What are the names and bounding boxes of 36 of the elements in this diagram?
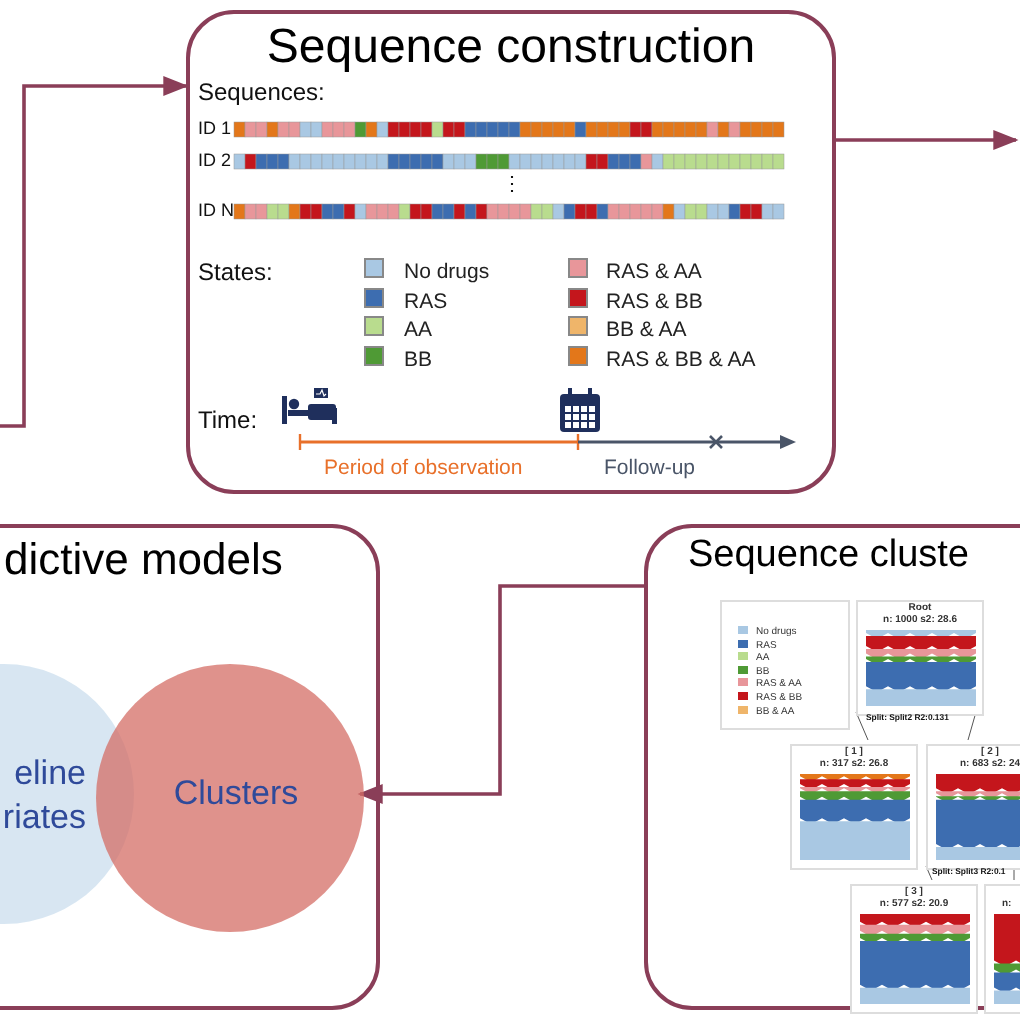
legend-label: RAS & AA <box>606 260 702 284</box>
period-label: Period of observation <box>324 458 523 482</box>
cluster-panel <box>790 744 918 870</box>
section-label: States: <box>198 260 273 287</box>
tree-link <box>925 865 933 881</box>
legend-label: BB <box>404 347 433 371</box>
rounded-panel <box>644 524 1020 1010</box>
legend-label: AA <box>404 318 433 342</box>
panel-title: Sequence cluste <box>688 536 969 578</box>
legend-label: RAS <box>404 289 448 313</box>
row-label: ID N <box>198 202 234 222</box>
legend-label: RAS & BB <box>606 289 703 313</box>
tree-link <box>1013 865 1015 881</box>
rounded-panel <box>186 10 836 494</box>
arrow <box>0 75 189 428</box>
section-label: Time: <box>198 408 258 435</box>
cluster-panel <box>926 744 1020 870</box>
row-label: ID 1 <box>198 120 232 140</box>
ellipsis: ⋮ <box>502 174 522 196</box>
arrow <box>836 129 1019 151</box>
legend-label: RAS & BB & AA <box>606 347 756 371</box>
legend-label: BB & AA <box>606 318 687 342</box>
tree-link <box>855 711 869 741</box>
row-label: ID 2 <box>198 152 232 172</box>
legend-label: No drugs <box>404 260 490 284</box>
section-label: Sequences: <box>198 80 325 107</box>
circle-label: eline riates <box>0 752 86 841</box>
legend-panel <box>720 600 850 730</box>
cluster-panel <box>850 884 978 1014</box>
panel-title: dictive models <box>4 536 283 585</box>
period-label: Follow-up <box>604 458 696 482</box>
cluster-panel <box>856 600 984 716</box>
circle-label: Clusters <box>171 772 301 816</box>
tree-link <box>967 711 977 741</box>
rounded-panel <box>0 524 380 1010</box>
panel-title: Sequence construction <box>264 22 758 75</box>
